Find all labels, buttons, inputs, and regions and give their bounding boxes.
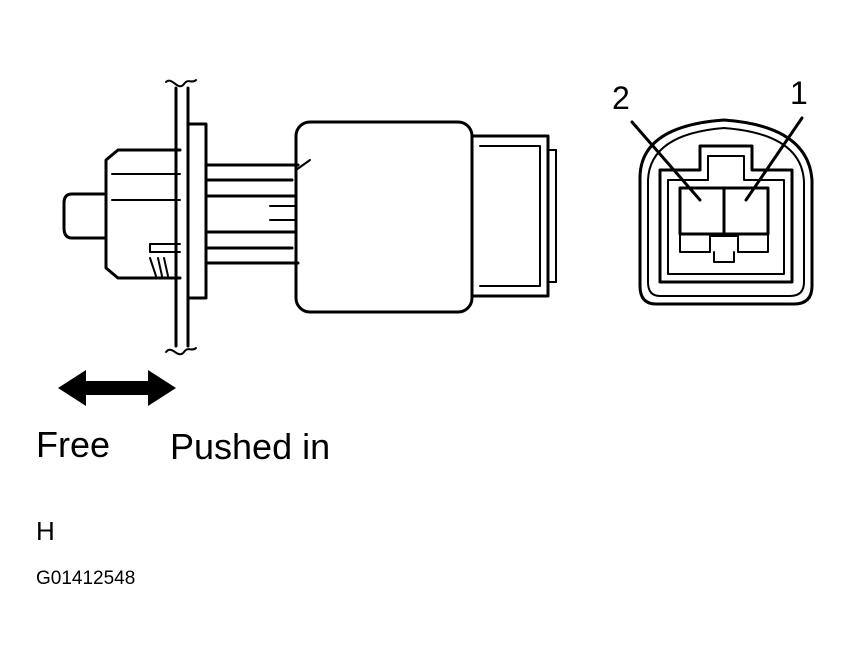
- label-view-letter: H: [36, 516, 55, 546]
- label-pushed-in: Pushed in: [170, 426, 331, 467]
- shaft: [204, 163, 300, 265]
- label-pin-2: 2: [612, 80, 630, 116]
- leader-line-2: [630, 120, 702, 202]
- terminal-1: [722, 186, 770, 236]
- lock-nut: [186, 122, 208, 300]
- connector-front-view: [630, 116, 814, 306]
- terminal-2: [678, 186, 726, 236]
- leader-line-1: [744, 116, 804, 202]
- connector-outline: [638, 118, 814, 306]
- switch-housing: [294, 120, 474, 314]
- switch-side-view: [62, 79, 557, 356]
- double-arrow-icon: [58, 370, 176, 406]
- connector-shell: [470, 134, 550, 298]
- label-free: Free: [36, 424, 111, 465]
- plunger-tip: [62, 192, 108, 240]
- plunger-body: [104, 148, 182, 280]
- figure-code: G01412548: [36, 568, 136, 589]
- mounting-panel: [174, 86, 190, 348]
- label-pin-1: 1: [790, 75, 808, 111]
- connector-key-housing: [658, 144, 794, 284]
